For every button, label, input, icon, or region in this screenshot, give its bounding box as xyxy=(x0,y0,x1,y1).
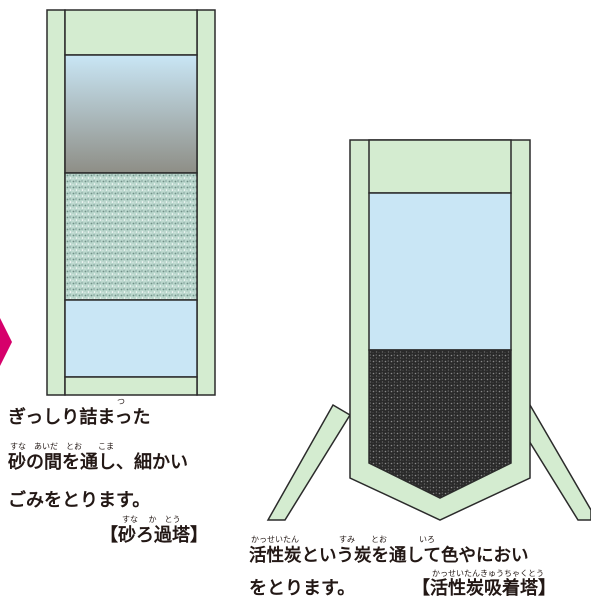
carbon-tower-title: 【活性炭吸着塔】 xyxy=(412,578,556,599)
sand-tower-right-wall xyxy=(196,9,216,396)
carbon-caption-line2: をとります。 xyxy=(249,578,356,599)
sand-layer xyxy=(64,172,198,301)
filtered-water-layer xyxy=(64,299,198,378)
sand-ruby-line2: すな あいだ とお こま xyxy=(10,442,114,451)
carbon-ruby-line1: かっせいたん すみ とお いろ xyxy=(251,535,435,544)
carbon-ruby-title: かっせいたんきゅうちゃくとう xyxy=(432,569,544,578)
arrow-icon xyxy=(0,318,12,366)
sand-tower-bottom-band xyxy=(64,376,198,396)
sand-ruby-tsu: つ xyxy=(117,397,125,406)
sand-caption-line2: 砂の間を通し、細かい xyxy=(8,452,188,473)
sand-tower-left-wall xyxy=(46,9,66,396)
sand-filter-title: 【砂ろ過塔】 xyxy=(100,525,208,546)
carbon-caption-line1: 活性炭という炭を通して色やにおい xyxy=(249,546,529,566)
sand-caption-line1: ぎっしり詰まった xyxy=(8,407,151,428)
carbon-tower xyxy=(266,139,591,521)
carbon-tower-top-band xyxy=(368,139,512,194)
sand-ruby-title: すな か とう xyxy=(122,515,181,524)
sediment-layer xyxy=(64,54,198,174)
sand-caption-line3: ごみをとります。 xyxy=(8,490,151,511)
sand-tower-top-band xyxy=(64,9,198,56)
activated-carbon-layer xyxy=(368,349,512,499)
sand-filter-tower xyxy=(46,9,216,396)
carbon-tower-left-leg xyxy=(266,403,352,521)
carbon-tower-water xyxy=(368,192,512,351)
